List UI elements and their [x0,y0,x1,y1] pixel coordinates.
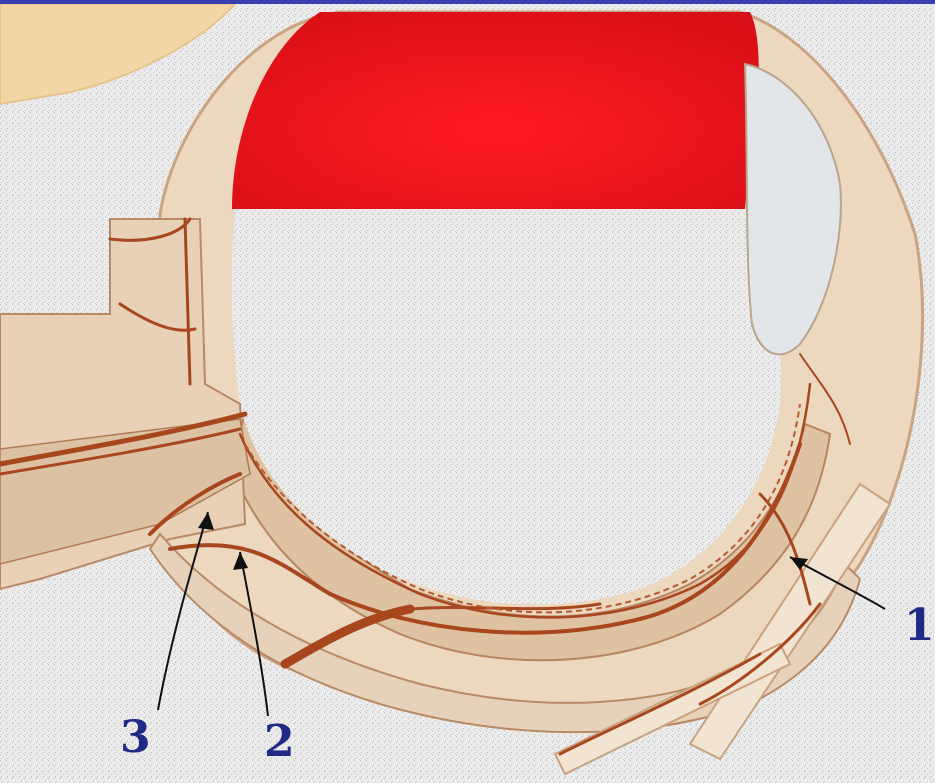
callout-label-2: 2 [264,720,295,764]
callout-label-3: 3 [120,716,151,760]
diagram-canvas [0,4,935,783]
callout-label-1: 1 [904,604,935,648]
red-region [232,12,759,209]
